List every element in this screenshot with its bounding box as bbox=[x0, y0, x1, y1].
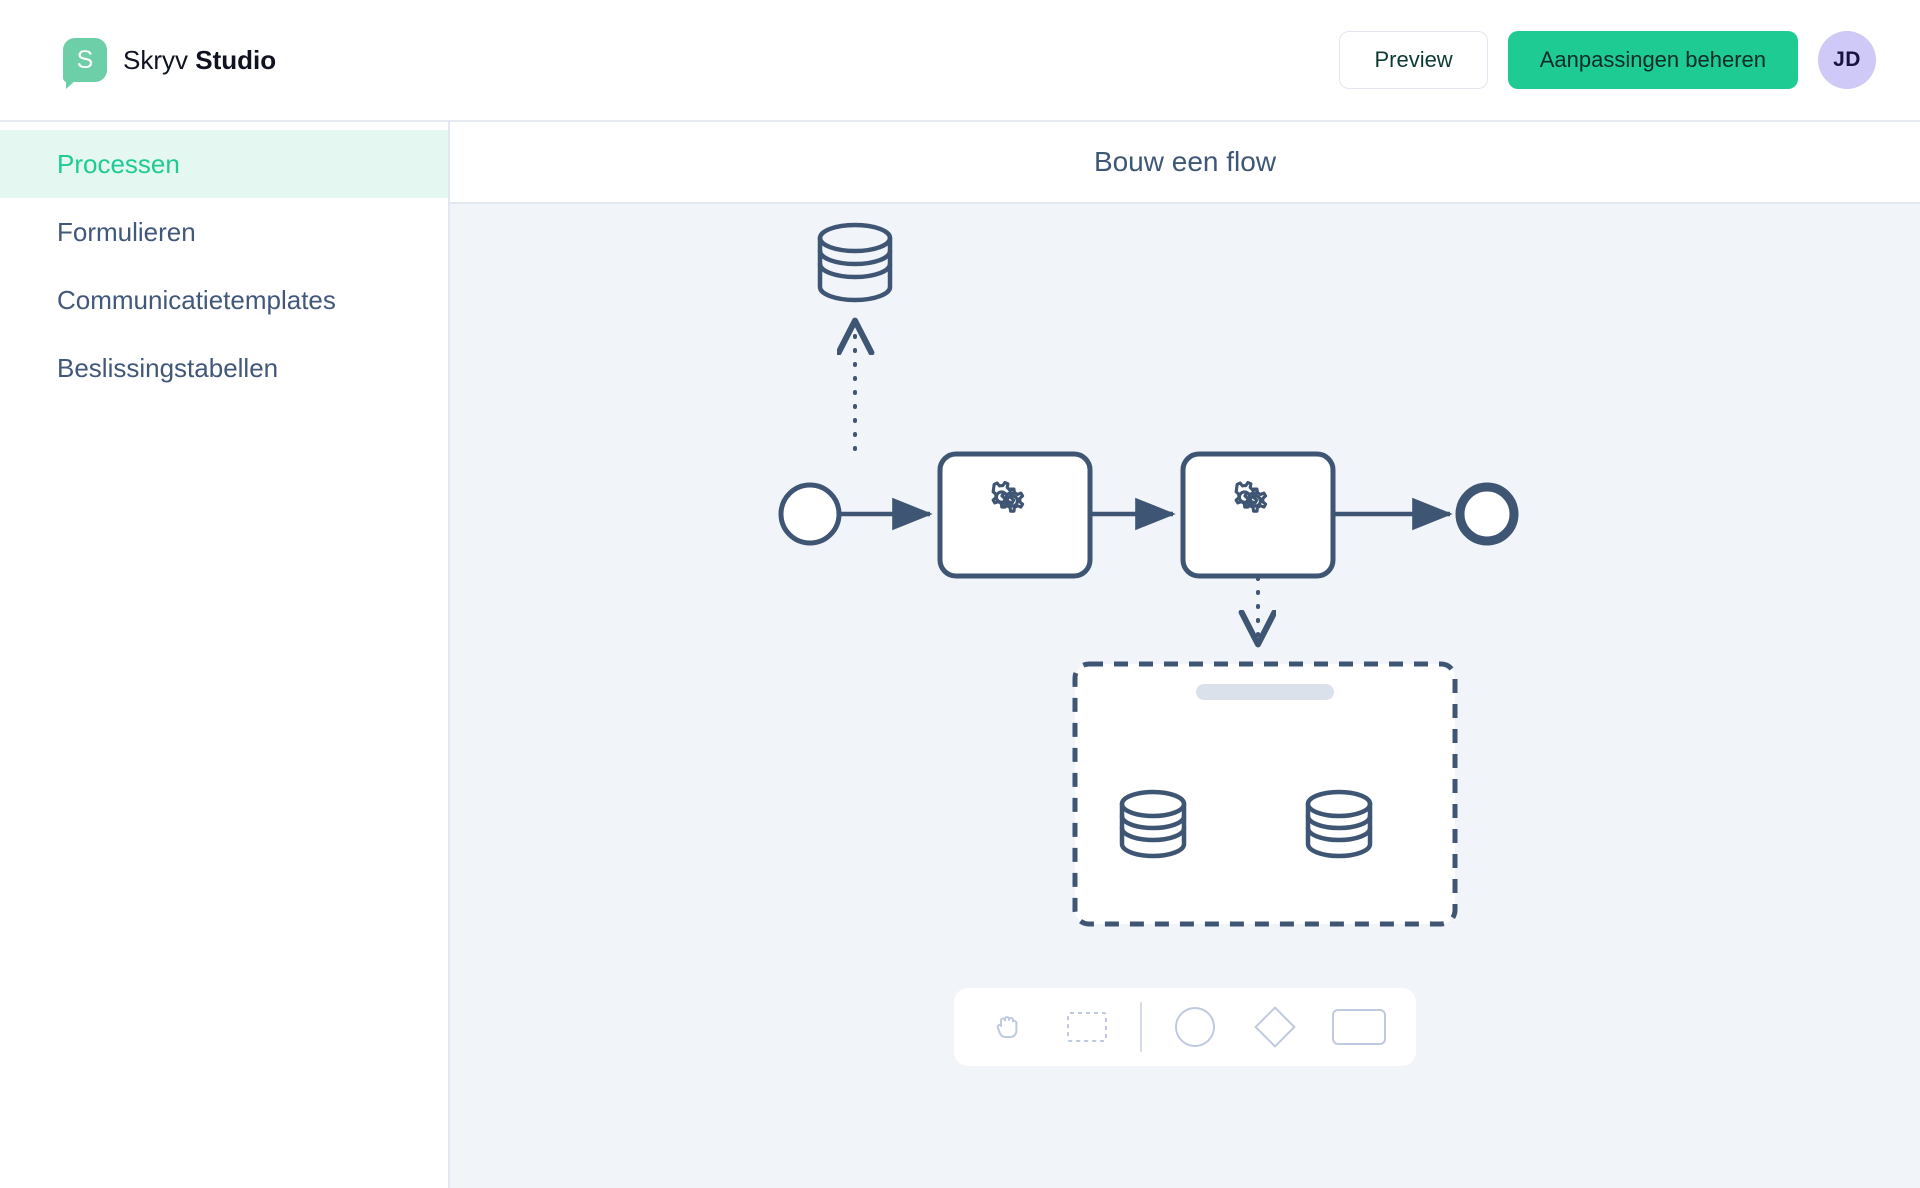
top-bar: S Skryv Studio Preview Aanpassingen behe… bbox=[0, 0, 1920, 122]
service-task-node-2[interactable] bbox=[1180, 451, 1336, 579]
gears-icon bbox=[991, 480, 1025, 513]
sidebar-item-label: Beslissingstabellen bbox=[57, 352, 279, 383]
tool-palette bbox=[954, 988, 1416, 1066]
sidebar-item-label: Processen bbox=[57, 148, 180, 179]
data-store-icon-b[interactable] bbox=[1305, 789, 1373, 859]
main-header: Bouw een flow bbox=[450, 122, 1920, 204]
bpmn-diagram[interactable] bbox=[450, 204, 1920, 1188]
hand-tool-icon[interactable] bbox=[980, 1000, 1034, 1054]
palette-divider bbox=[1140, 1002, 1142, 1052]
event-circle-icon[interactable] bbox=[1168, 1000, 1222, 1054]
speech-bubble-logo-icon: S bbox=[63, 38, 107, 89]
page-title: Bouw een flow bbox=[1093, 146, 1277, 177]
task-rect-icon[interactable] bbox=[1328, 1000, 1390, 1054]
start-event-node[interactable] bbox=[778, 482, 842, 546]
service-task-node-1[interactable] bbox=[937, 451, 1093, 579]
avatar[interactable]: JD bbox=[1818, 31, 1876, 89]
app-title-bold: Studio bbox=[195, 44, 277, 75]
gateway-diamond-icon[interactable] bbox=[1248, 1000, 1302, 1054]
group-title-placeholder bbox=[1196, 684, 1334, 700]
manage-changes-button[interactable]: Aanpassingen beheren bbox=[1507, 31, 1798, 89]
sidebar-item-beslissingstabellen[interactable]: Beslissingstabellen bbox=[0, 334, 448, 402]
sidebar-item-label: Formulieren bbox=[57, 216, 196, 247]
gears-icon bbox=[1234, 480, 1268, 513]
sidebar-item-processen[interactable]: Processen bbox=[0, 130, 448, 198]
app-title: Skryv Studio bbox=[123, 45, 276, 76]
sidebar-item-label: Communicatietemplates bbox=[57, 284, 336, 315]
flow-canvas[interactable] bbox=[450, 204, 1920, 1188]
dashed-group-node[interactable] bbox=[1072, 661, 1458, 927]
brand[interactable]: S Skryv Studio bbox=[63, 38, 276, 89]
marquee-select-icon[interactable] bbox=[1060, 1000, 1114, 1054]
body: Processen Formulieren Communicatietempla… bbox=[0, 122, 1920, 1188]
sidebar-item-communicatietemplates[interactable]: Communicatietemplates bbox=[0, 266, 448, 334]
data-store-top-icon[interactable] bbox=[817, 222, 893, 303]
top-bar-actions: Preview Aanpassingen beheren JD bbox=[1339, 31, 1876, 89]
app-title-light: Skryv bbox=[123, 44, 188, 75]
preview-button[interactable]: Preview bbox=[1339, 31, 1488, 89]
sidebar-item-formulieren[interactable]: Formulieren bbox=[0, 198, 448, 266]
data-store-icon-a[interactable] bbox=[1119, 789, 1187, 859]
sidebar: Processen Formulieren Communicatietempla… bbox=[0, 122, 450, 1188]
main-panel: Bouw een flow bbox=[450, 122, 1920, 1188]
end-event-node[interactable] bbox=[1455, 482, 1519, 546]
logo-letter: S bbox=[76, 45, 94, 74]
